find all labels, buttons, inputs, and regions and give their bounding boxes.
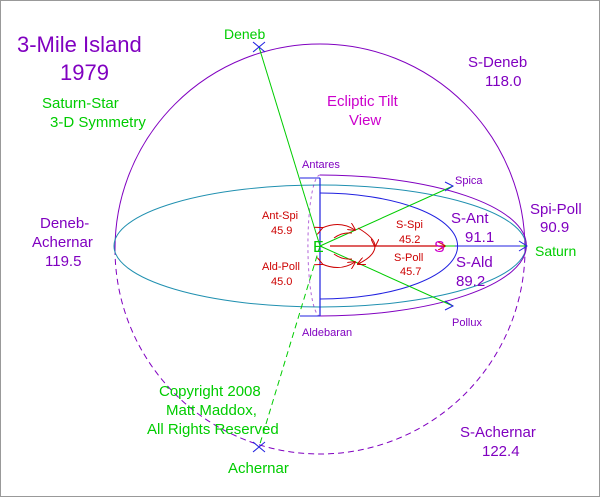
achernar-node: [252, 441, 266, 453]
e-spi-arc: [333, 232, 353, 239]
copyright-line2: Matt Maddox,: [166, 402, 257, 419]
deneb-node: [252, 41, 266, 53]
ald-poll-label: Ald-Poll: [262, 261, 300, 273]
title-line2: 1979: [60, 60, 109, 85]
star-label-achernar: Achernar: [228, 460, 289, 477]
celestial-sphere-lower: [114, 248, 526, 455]
s-poll-arc: [358, 245, 376, 264]
s-ant-label: S-Ant: [451, 210, 489, 227]
star-label-spica: Spica: [455, 175, 483, 187]
s-poll-value: 45.7: [400, 266, 421, 278]
subtitle-line2: 3-D Symmetry: [50, 114, 146, 131]
copyright-line1: Copyright 2008: [159, 383, 261, 400]
ant-spi-value: 45.9: [271, 225, 292, 237]
s-ant-value: 91.1: [465, 229, 494, 246]
spica-node: [444, 181, 455, 192]
title-line1: 3-Mile Island: [17, 32, 142, 57]
s-deneb-label: S-Deneb: [468, 54, 527, 71]
s-deneb-value: 118.0: [485, 73, 521, 90]
earth-point: E: [313, 239, 324, 256]
ald-poll-value: 45.0: [271, 276, 292, 288]
ant-spi-label: Ant-Spi: [262, 210, 298, 222]
s-spi-value: 45.2: [399, 234, 420, 246]
spi-poll-value: 90.9: [540, 219, 569, 236]
s-poll-label: S-Poll: [394, 252, 423, 264]
copyright-line3: All Rights Reserved: [147, 421, 279, 438]
saturn-point: S: [434, 239, 445, 256]
deneb-axis: [258, 46, 321, 247]
s-achernar-label: S-Achernar: [460, 424, 536, 441]
s-achernar-value: 122.4: [482, 443, 520, 460]
ald-poll-arc: [322, 262, 355, 268]
star-label-saturn: Saturn: [535, 243, 576, 259]
star-label-antares: Antares: [302, 159, 340, 171]
e-poll-arc: [333, 253, 353, 260]
pollux-line: [319, 245, 454, 307]
star-label-deneb: Deneb: [224, 26, 265, 42]
deneb-achernar-label1: Deneb-: [40, 215, 89, 232]
celestial-sphere-upper: [114, 43, 526, 250]
view-line2: View: [349, 112, 381, 129]
s-spi-label: S-Spi: [396, 219, 423, 231]
star-label-aldebaran: Aldebaran: [302, 327, 352, 339]
achernar-axis: [258, 245, 321, 448]
deneb-achernar-value: 119.5: [45, 253, 81, 270]
s-ald-value: 89.2: [456, 273, 485, 290]
spica-line: [319, 185, 454, 247]
star-plane-left-half: [307, 174, 321, 317]
saturn-node-mark: [518, 240, 528, 252]
spi-poll-label: Spi-Poll: [530, 201, 582, 218]
deneb-achernar-label2: Achernar: [32, 234, 93, 251]
subtitle-line1: Saturn-Star: [42, 95, 119, 112]
pollux-node: [444, 300, 455, 311]
s-ald-label: S-Ald: [456, 254, 493, 271]
view-line1: Ecliptic Tilt: [327, 93, 399, 110]
star-label-pollux: Pollux: [452, 317, 482, 329]
ant-spi-arc: [322, 224, 355, 230]
s-spi-arc: [357, 227, 375, 246]
